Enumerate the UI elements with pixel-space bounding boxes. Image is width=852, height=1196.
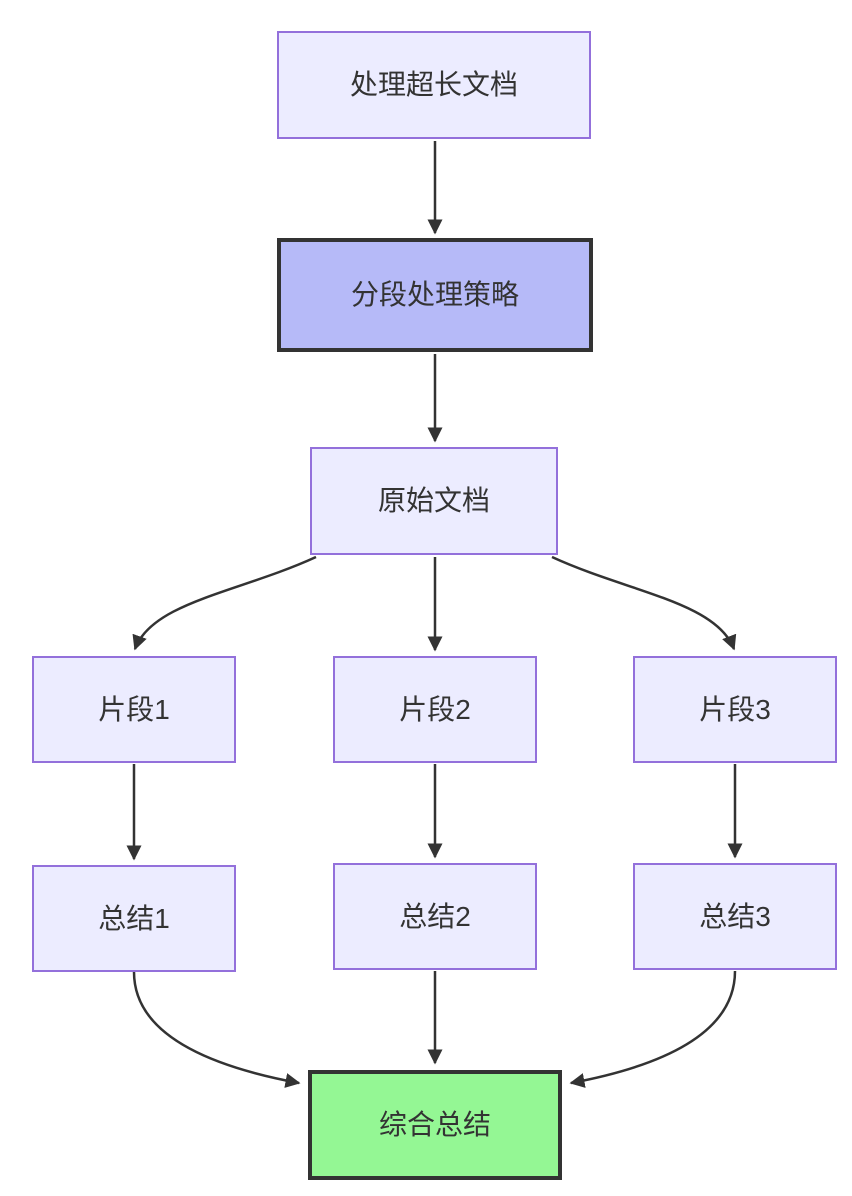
edge-original-to-fragment1 xyxy=(132,555,317,651)
node-original-doc: 原始文档 xyxy=(310,447,558,555)
node-summary2-label: 总结2 xyxy=(399,900,471,932)
node-final-summary: 综合总结 xyxy=(308,1070,562,1180)
node-fragment3: 片段3 xyxy=(633,656,837,763)
node-summary3-label: 总结3 xyxy=(699,900,771,932)
node-final-summary-label: 综合总结 xyxy=(378,1109,491,1141)
node-fragment1-label: 片段1 xyxy=(98,693,170,725)
node-fragment3-label: 片段3 xyxy=(699,693,771,725)
node-segment-strategy: 分段处理策略 xyxy=(277,238,593,352)
node-summary1-label: 总结1 xyxy=(98,902,170,934)
node-summary3: 总结3 xyxy=(633,863,837,970)
node-fragment2: 片段2 xyxy=(333,656,537,763)
edge-original-to-fragment3 xyxy=(551,555,737,651)
node-summary1: 总结1 xyxy=(32,865,236,972)
node-segment-strategy-label: 分段处理策略 xyxy=(350,279,519,311)
node-summary2: 总结2 xyxy=(333,863,537,970)
edge-summary1-to-final xyxy=(132,971,301,1088)
edge-summary3-to-final xyxy=(569,970,737,1088)
node-fragment2-label: 片段2 xyxy=(399,693,471,725)
node-process-long-doc: 处理超长文档 xyxy=(277,31,591,139)
node-fragment1: 片段1 xyxy=(32,656,236,763)
node-original-doc-label: 原始文档 xyxy=(377,485,490,517)
node-process-long-doc-label: 处理超长文档 xyxy=(349,69,518,101)
